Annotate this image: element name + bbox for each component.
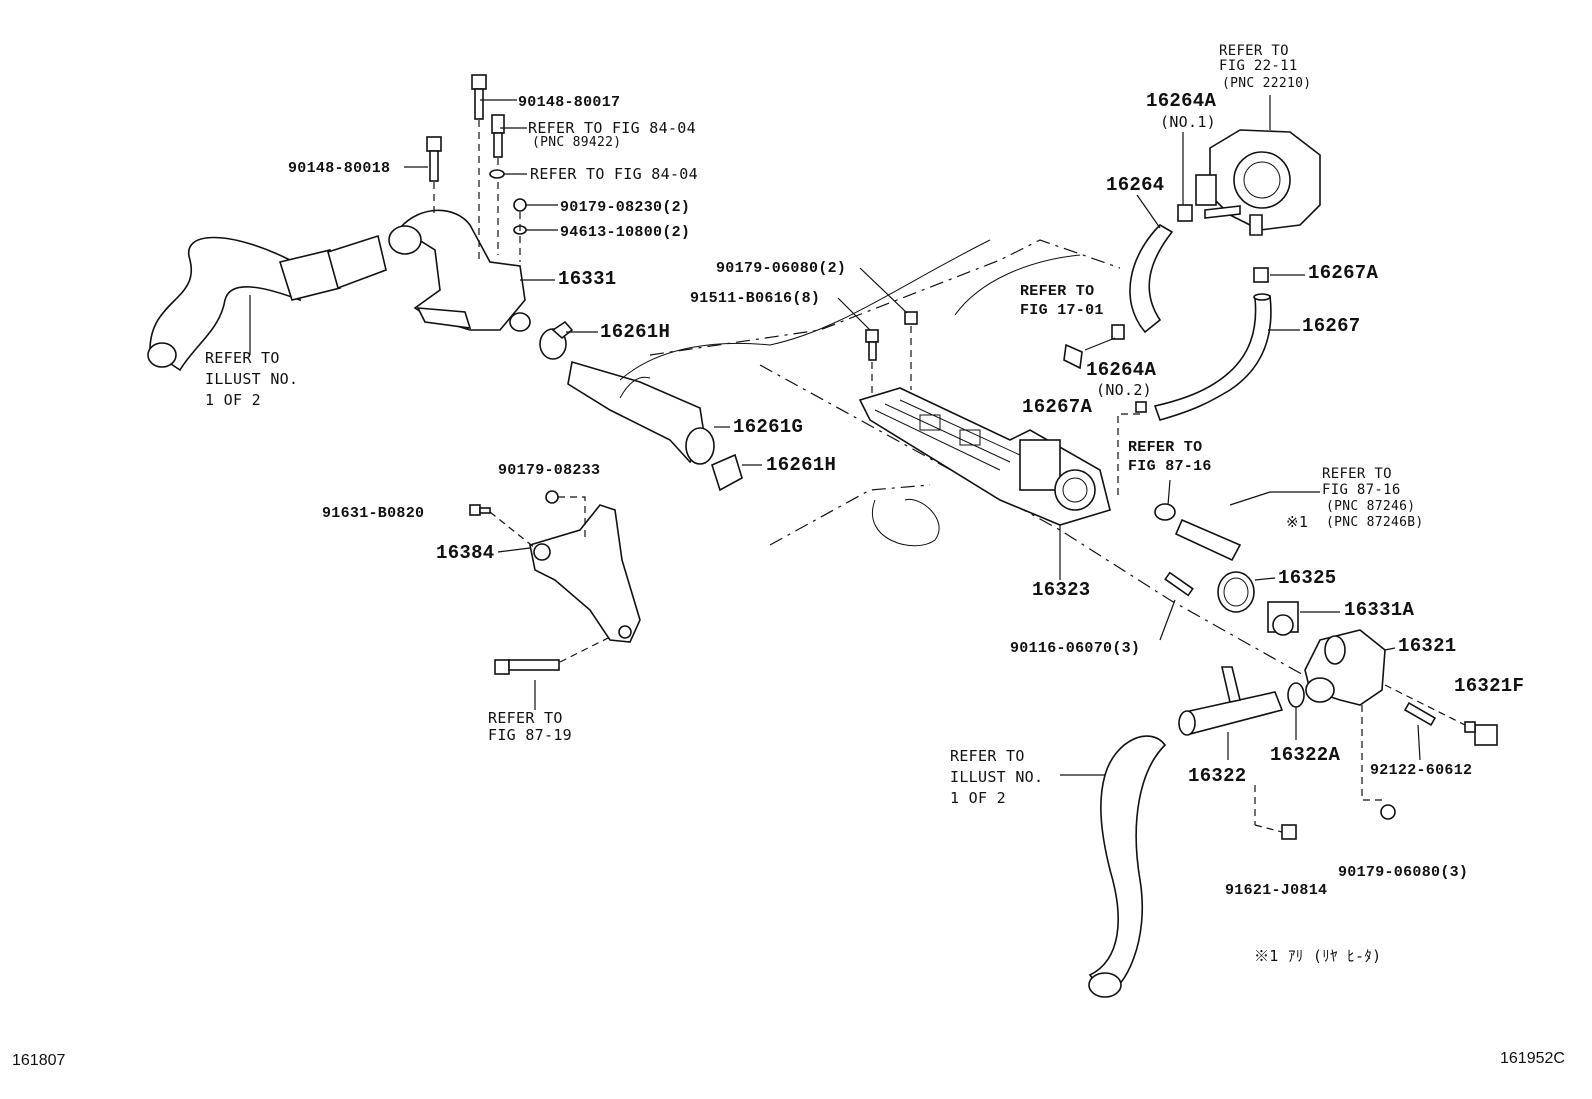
label-pnc-89422: (PNC 89422) <box>532 135 622 150</box>
clamp-87-16 <box>1154 479 1176 521</box>
label-90148-80018: 90148-80018 <box>288 160 391 177</box>
nut-icon <box>513 198 527 212</box>
clamp-16264a-no2 <box>1063 324 1125 370</box>
label-16267a-top: 16267A <box>1308 262 1379 284</box>
label-pnc-87246: (PNC 87246) <box>1326 499 1416 514</box>
nut-90179-06080-top <box>904 311 918 390</box>
label-refer-fig-84-04-a: REFER TO FIG 84-04 <box>528 119 696 137</box>
nut-icon <box>1380 804 1396 820</box>
label-refer-fig-17-01: REFER TO FIG 17-01 <box>1020 283 1104 319</box>
label-90116-06070: 90116-06070(3) <box>1010 640 1141 657</box>
label-16331a: 16331A <box>1344 599 1415 621</box>
nut-icon <box>545 490 559 504</box>
label-pnc-22210: (PNC 22210) <box>1222 76 1312 91</box>
upper-left-hose <box>147 234 387 372</box>
label-92122-60612: 92122-60612 <box>1370 762 1473 779</box>
stud-90116-06070 <box>1159 571 1194 641</box>
label-refer-fig-87-16-a: REFER TO FIG 87-16 <box>1128 439 1212 475</box>
label-16267: 16267 <box>1302 315 1361 337</box>
label-90179-08233: 90179-08233 <box>498 462 601 479</box>
o-ring-16322a <box>1287 682 1305 740</box>
label-refer-illust-b: REFER TO ILLUST NO. 1 OF 2 <box>950 747 1044 807</box>
bracket-16384 <box>529 504 641 643</box>
label-16331: 16331 <box>558 268 617 290</box>
label-16322: 16322 <box>1188 765 1247 787</box>
label-16321: 16321 <box>1398 635 1457 657</box>
inlet-pipe-16322 <box>1178 666 1284 833</box>
water-outlet-16331 <box>388 209 531 332</box>
illustration-id-left: 161807 <box>12 1052 66 1069</box>
sensor-89422 <box>491 114 505 255</box>
drain-plug-16321f <box>1384 684 1498 746</box>
clamp-16264a-no1 <box>1177 132 1193 222</box>
washer-icon <box>489 169 505 179</box>
bolt-91621-j0814 <box>1281 824 1297 840</box>
label-16384: 16384 <box>436 542 495 564</box>
label-16321f: 16321F <box>1454 675 1525 697</box>
label-refer-fig-87-19: REFER TO FIG 87-19 <box>488 709 572 744</box>
bolt-91631-b0820 <box>469 504 491 516</box>
thermostat-16331a <box>1267 601 1340 636</box>
label-91511-b0616: 91511-B0616(8) <box>690 290 821 307</box>
label-90179-08230: 90179-08230(2) <box>560 199 691 216</box>
label-91631-b0820: 91631-B0820 <box>322 505 425 522</box>
stud-92122-60612 <box>1403 701 1437 761</box>
label-no2: (NO.2) <box>1096 381 1152 399</box>
bolt-90148-80018 <box>426 136 442 215</box>
label-16267a-lower: 16267A <box>1022 396 1093 418</box>
label-16261g: 16261G <box>733 416 804 438</box>
label-90179-06080-3: 90179-06080(3) <box>1338 864 1469 881</box>
label-16264a-no1: 16264A <box>1146 90 1217 112</box>
hose-16267 <box>1153 293 1300 421</box>
label-91621-j0814: 91621-J0814 <box>1225 882 1328 899</box>
label-16323: 16323 <box>1032 579 1091 601</box>
label-pnc-87246b: (PNC 87246B) <box>1326 515 1424 530</box>
label-footnote: ※1 ｱﾘ (ﾘﾔ ﾋ-ﾀ) <box>1254 947 1382 965</box>
label-refer-fig-22-11: REFER TO FIG 22-11 <box>1219 43 1298 74</box>
clamp-16261h-lower <box>711 453 743 492</box>
label-refer-illust-a: REFER TO ILLUST NO. 1 OF 2 <box>205 349 299 409</box>
engine-outline <box>649 239 1121 356</box>
label-refer-fig-84-04-b: REFER TO FIG 84-04 <box>530 165 698 183</box>
bypass-pipe-16323 <box>858 387 1111 526</box>
label-94613-10800: 94613-10800(2) <box>560 224 691 241</box>
heater-hose-87246 <box>1174 491 1320 562</box>
throttle-body <box>1195 95 1321 236</box>
hose-16264 <box>1129 223 1174 334</box>
label-no1: (NO.1) <box>1160 113 1216 131</box>
clamp-16261h-upper <box>539 320 574 360</box>
cap-16267a-top <box>1253 267 1305 283</box>
label-16264: 16264 <box>1106 174 1165 196</box>
label-16322a: 16322A <box>1270 744 1341 766</box>
cap-16267a-lower <box>1117 401 1147 500</box>
hose-16261g <box>567 360 715 465</box>
label-16325: 16325 <box>1278 567 1337 589</box>
illustration-id-right: 161952C <box>1500 1050 1565 1067</box>
label-90179-06080-2: 90179-06080(2) <box>716 260 847 277</box>
label-refer-fig-87-16-b: REFER TO FIG 87-16 <box>1322 466 1401 498</box>
label-16261h-lower: 16261H <box>766 454 837 476</box>
label-16261h-upper: 16261H <box>600 321 671 343</box>
label-16264a-no2: 16264A <box>1086 359 1157 381</box>
gasket-16325 <box>1217 571 1276 613</box>
label-90148-80017: 90148-80017 <box>518 94 621 111</box>
bolt-91511-b0616 <box>865 329 879 400</box>
lower-hose <box>1060 735 1167 998</box>
water-inlet-16321 <box>1304 629 1396 706</box>
label-note-1: ※1 <box>1286 513 1309 531</box>
bolt-bottom-87-19 <box>494 659 560 675</box>
bolt-90148-80017 <box>471 74 487 260</box>
